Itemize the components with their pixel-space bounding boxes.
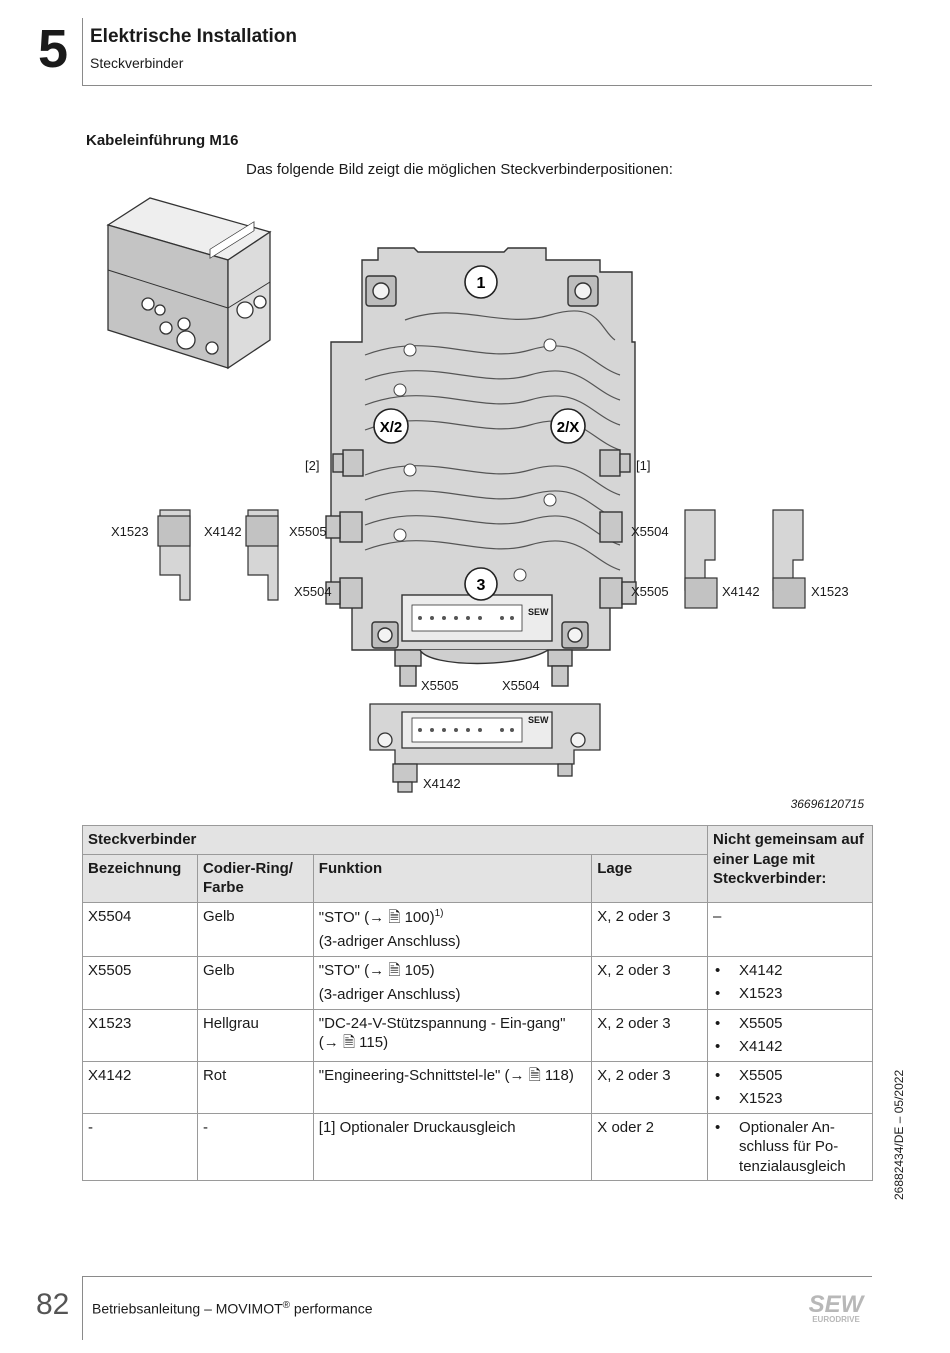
table-group-header: Steckverbinder	[81, 825, 709, 855]
label-right-x4142: X4142	[722, 584, 760, 599]
table-row: - - [1] Optionaler Druckausgleich X oder…	[82, 1112, 873, 1181]
registered-mark: ®	[282, 1300, 291, 1311]
table-row: X5504 Gelb "STO" (→ 🗎 100)1) (3-adriger …	[82, 901, 873, 957]
cell-lage: X, 2 oder 3	[591, 1060, 709, 1114]
exclusive-item: X1523	[713, 1089, 867, 1109]
connector-table: Steckverbinder Nicht gemeinsam auf einer…	[81, 825, 873, 1181]
table-row: X4142 Rot "Engineering-Schnittstel-le" (…	[82, 1060, 873, 1114]
page-number: 82	[36, 1288, 70, 1321]
footer-divider-vertical	[82, 1276, 83, 1340]
callout-3: 3	[477, 577, 486, 594]
funktion-detail: (3-adriger Anschluss)	[318, 986, 461, 1003]
header-divider-horizontal	[82, 85, 872, 86]
funktion-text: "STO" (→ 🗎 100)	[318, 908, 435, 926]
callout-1: 1	[477, 275, 486, 292]
table-header-bezeichnung: Bezeichnung	[82, 853, 198, 903]
brand-mark-top: SEW	[528, 607, 549, 617]
exclusive-item: X4142	[713, 961, 867, 981]
exclusive-item: X4142	[713, 1037, 867, 1057]
label-bottom-x5505: X5505	[421, 678, 459, 693]
exclusive-item: X1523	[713, 984, 867, 1004]
cell-bezeichnung: X5504	[82, 901, 198, 957]
table-row: X5505 Gelb "STO" (→ 🗎 105) (3-adriger An…	[82, 955, 873, 1010]
label-bottom-x4142: X4142	[423, 776, 461, 791]
cell-bezeichnung: X4142	[82, 1060, 198, 1114]
label-right-x1523: X1523	[811, 584, 849, 599]
section-title: Kabeleinführung M16	[86, 132, 239, 149]
sew-eurodrive-logo: SEW EURODRIVE	[809, 1291, 866, 1324]
cell-funktion: "STO" (→ 🗎 100)1) (3-adriger Anschluss)	[312, 901, 593, 957]
exclusive-item: X5505	[713, 1066, 867, 1086]
cell-bezeichnung: -	[82, 1112, 198, 1181]
label-left-x5504: X5504	[294, 584, 332, 599]
doc-title-suffix: performance	[290, 1300, 373, 1317]
label-right-x5504: X5504	[631, 524, 669, 539]
cell-lage: X, 2 oder 3	[591, 1008, 709, 1062]
exclusive-item: Optionaler An-schluss für Po-tenzialausg…	[713, 1118, 867, 1177]
label-left-x1523: X1523	[111, 524, 149, 539]
cell-farbe: Rot	[196, 1060, 314, 1114]
label-left-x5505: X5505	[289, 524, 327, 539]
logo-sub-text: EURODRIVE	[812, 1315, 860, 1324]
table-header-funktion: Funktion	[312, 853, 593, 903]
housing-top-view	[325, 247, 637, 687]
figure-number: 36696120715	[790, 797, 864, 811]
cell-funktion: [1] Optionaler Druckausgleich	[312, 1112, 593, 1181]
document-id-note: 26882434/DE – 05/2022	[892, 1069, 906, 1200]
footnote-marker: 1)	[434, 907, 444, 919]
chapter-title: Elektrische Installation	[90, 26, 297, 47]
cell-funktion: "Engineering-Schnittstel-le" (→ 🗎 118)	[312, 1060, 593, 1114]
label-bottom-x5504: X5504	[502, 678, 540, 693]
cell-bezeichnung: X1523	[82, 1008, 198, 1062]
callout-2x: 2/X	[557, 419, 580, 436]
logo-main-text: SEW	[809, 1291, 866, 1318]
label-bracket-2: [2]	[305, 458, 319, 473]
chapter-number: 5	[38, 19, 69, 79]
header-divider-vertical	[82, 18, 83, 86]
cell-lage: X oder 2	[591, 1112, 709, 1181]
connector-positions-figure: 1 X/2 2/X 3 [2] [1] X1523 X4142 X5505 X5…	[106, 197, 849, 793]
cell-funktion: "STO" (→ 🗎 105) (3-adriger Anschluss)	[312, 955, 593, 1010]
funktion-detail: (3-adriger Anschluss)	[318, 933, 461, 950]
position-callouts: 1 X/2 2/X 3	[373, 265, 586, 601]
cell-farbe: Gelb	[196, 901, 314, 957]
housing-perspective-illustration	[106, 197, 272, 370]
table-header-farbe: Codier-Ring/ Farbe	[196, 853, 314, 903]
funktion-text: "STO" (→ 🗎 105)	[318, 961, 435, 979]
callout-x2: X/2	[380, 419, 403, 436]
cell-exclusive: X5505X1523	[707, 1060, 873, 1114]
cell-farbe: Hellgrau	[196, 1008, 314, 1062]
chapter-subtitle: Steckverbinder	[90, 55, 184, 71]
cell-bezeichnung: X5505	[82, 955, 198, 1010]
intro-text: Das folgende Bild zeigt die möglichen St…	[246, 161, 673, 178]
cell-exclusive: Optionaler An-schluss für Po-tenzialausg…	[707, 1112, 873, 1181]
doc-title-main: Betriebsanleitung – MOVIMOT	[92, 1300, 283, 1317]
cell-lage: X, 2 oder 3	[591, 901, 709, 957]
footer-doc-title: Betriebsanleitung – MOVIMOT® performance	[92, 1300, 373, 1317]
footer-divider-horizontal	[82, 1276, 872, 1277]
housing-bottom-view	[369, 703, 601, 793]
table-row: X1523 Hellgrau "DC-24-V-Stützspannung - …	[82, 1008, 873, 1062]
table-header-lage: Lage	[591, 853, 709, 903]
brand-mark-bottom: SEW	[528, 715, 549, 725]
cell-funktion: "DC-24-V-Stützspannung - Ein-gang" (→ 🗎 …	[312, 1008, 593, 1062]
label-bracket-1: [1]	[636, 458, 650, 473]
cell-lage: X, 2 oder 3	[591, 955, 709, 1010]
cell-farbe: Gelb	[196, 955, 314, 1010]
connector-labels: [2] [1] X1523 X4142 X5505 X5504 X5504 X5…	[111, 458, 849, 791]
cell-farbe: -	[196, 1112, 314, 1181]
exclusive-item: X5505	[713, 1014, 867, 1034]
side-detail-strips	[157, 509, 806, 609]
cell-exclusive: –	[707, 901, 873, 957]
label-right-x5505: X5505	[631, 584, 669, 599]
table-header-not-common: Nicht gemeinsam auf einer Lage mit Steck…	[707, 825, 873, 903]
label-left-x4142: X4142	[204, 524, 242, 539]
